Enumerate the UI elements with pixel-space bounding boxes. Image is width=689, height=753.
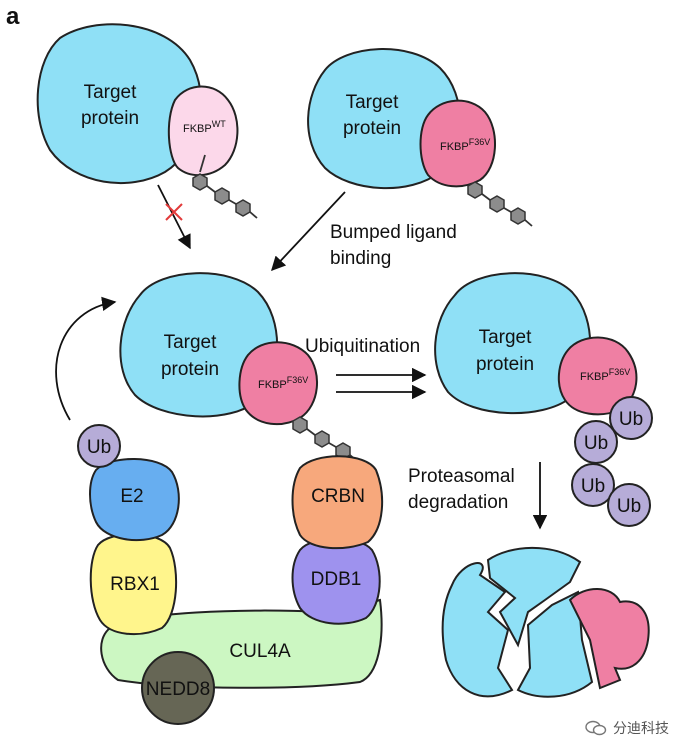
nedd8-subunit [141, 651, 215, 725]
ub-chain-label: Ub [619, 409, 643, 430]
ub-chain-label: Ub [584, 433, 608, 454]
e2-subunit [89, 458, 180, 542]
block-x-mark [165, 203, 183, 221]
ub-chain-2 [574, 420, 618, 464]
target-protein-label-2: protein [161, 359, 219, 380]
fragment-4 [568, 588, 650, 690]
ub-chain-1 [609, 396, 653, 440]
ub-chain-4 [607, 483, 651, 527]
fkbp-f36v-domain-top [419, 99, 496, 188]
target-protein-wt [36, 23, 203, 184]
ub-label: Ub [87, 437, 111, 458]
proteasomal-label-2: degradation [408, 492, 508, 513]
f36v-construct: Target protein FKBPF36V [307, 48, 533, 227]
target-protein-label-1: Target [479, 327, 533, 348]
e3-ligase-complex: CUL4A RBX1 E2 Ub NEDD8 DDB1 CRBN [77, 424, 384, 725]
ub-chain-label: Ub [617, 496, 641, 517]
wechat-icon [585, 720, 607, 736]
target-protein-label-1: Target [346, 92, 400, 113]
degraded-fragments [441, 546, 650, 698]
bumped-ligand-arrow [271, 191, 346, 272]
bumped-ligand-label-1: Bumped ligand [330, 222, 457, 243]
fkbp-f36v-label: FKBPF36V [440, 137, 490, 153]
wt-construct: Target protein FKBPWT [36, 23, 258, 219]
fragment-1 [441, 562, 514, 698]
bumped-ligand-label-2: binding [330, 248, 391, 269]
nedd8-label: NEDD8 [146, 679, 210, 700]
target-protein-label-2: protein [476, 354, 534, 375]
rbx1-label: RBX1 [110, 574, 160, 595]
ub-chain-label: Ub [581, 476, 605, 497]
fkbp-wt-label: FKBPWT [183, 119, 226, 135]
target-protein-label-1: Target [164, 332, 218, 353]
target-protein-label-2: protein [81, 108, 139, 129]
proteasomal-label-1: Proteasomal [408, 466, 515, 487]
crbn-subunit [291, 455, 384, 550]
ub-transfer-arrow [55, 296, 117, 421]
ternary-target: Target protein FKBPF36V [119, 272, 358, 462]
watermark: 分迪科技 [585, 718, 669, 738]
ddb1-label: DDB1 [311, 569, 362, 590]
fragment-2 [486, 546, 582, 648]
ligand-molecule [292, 416, 358, 462]
e2-label: E2 [120, 486, 143, 507]
ligand-molecule [192, 173, 258, 219]
fkbp-f36v-ub-label: FKBPF36V [580, 367, 630, 383]
crbn-label: CRBN [311, 486, 365, 507]
ligand-molecule [467, 181, 533, 227]
fkbp-wt-domain [167, 85, 239, 177]
ub-chain-3 [571, 463, 615, 507]
ub-on-e2 [77, 424, 121, 468]
target-protein-label-2: protein [343, 118, 401, 139]
cul4a-label: CUL4A [229, 641, 291, 662]
target-protein-label-1: Target [84, 82, 138, 103]
watermark-text: 分迪科技 [613, 721, 669, 737]
ubiquitinated-target: Target protein FKBPF36V Ub Ub Ub Ub [434, 272, 653, 527]
panel-label: a [6, 3, 20, 30]
ubiquitination-label: Ubiquitination [305, 336, 420, 357]
fkbp-f36v-bound-label: FKBPF36V [258, 375, 308, 391]
blocked-arrow [157, 184, 191, 250]
fragment-3 [516, 590, 594, 698]
